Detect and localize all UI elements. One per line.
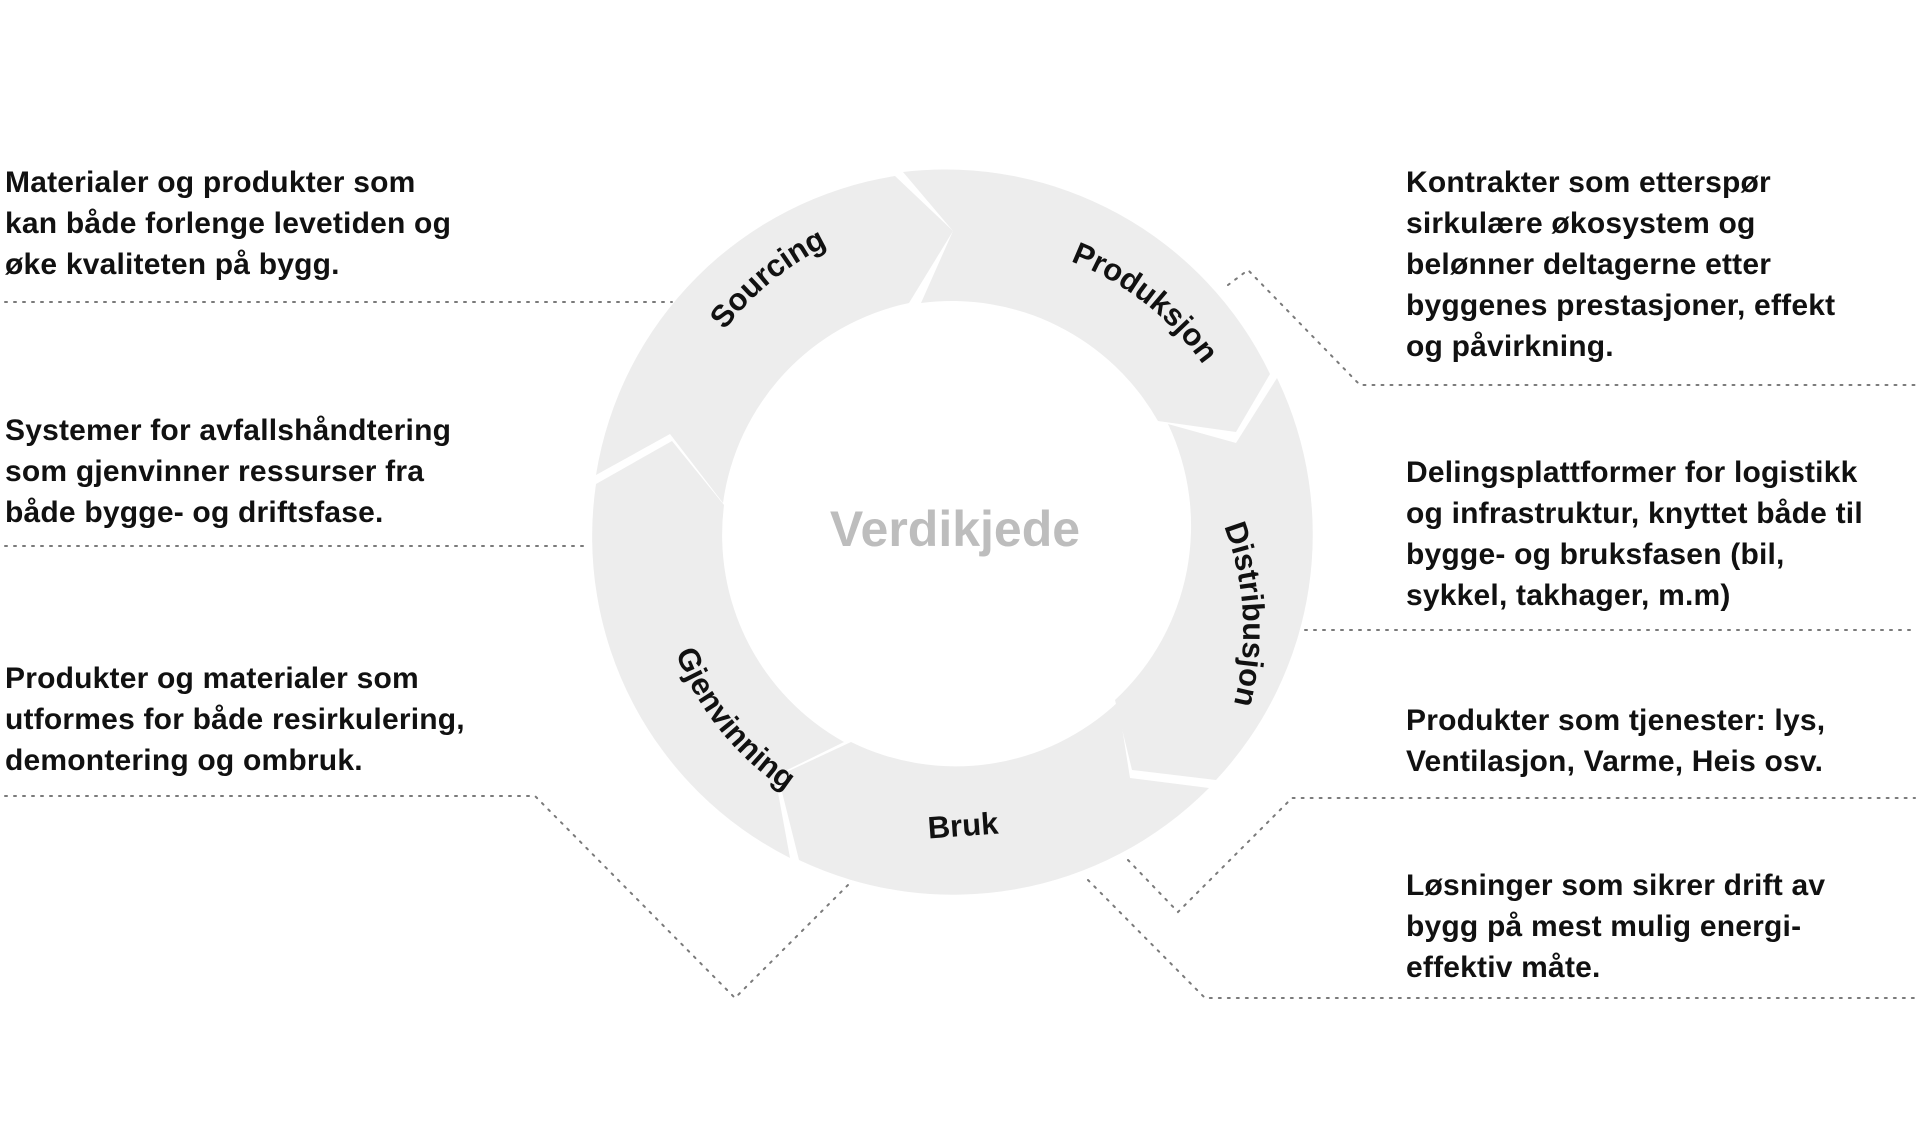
ring [592,169,1313,895]
segment-sourcing [596,176,953,503]
stage-label-bruk: Bruk [927,806,1001,846]
note-kontrakter: Kontrakter som etterspør sirkulære økosy… [1406,166,1836,363]
segment-bruk [778,702,1209,895]
segment-gjenvinning [592,441,844,858]
connector-energi [1087,879,1916,999]
note-resirkulering: Produkter og materialer som utformes for… [5,662,465,777]
note-produkter-tjenester: Produkter som tjenester: lys, Ventilasjo… [1406,704,1826,778]
connectors [4,268,1916,1000]
connector-tjenester [1127,797,1916,914]
note-materialer: Materialer og produkter som kan både for… [5,166,452,281]
center-label: Verdikjede [830,501,1080,557]
note-avfallshandtering: Systemer for avfallshåndtering som gjenv… [5,414,452,529]
segment-distribusjon [1115,378,1313,780]
note-energieffektiv: Løsninger som sikrer drift av bygg på me… [1406,869,1826,984]
connector-materials-ombruk [4,795,849,1000]
segment-produksjon [903,169,1270,432]
note-delingsplattformer: Delingsplattformer for logistikk og infr… [1406,456,1863,612]
